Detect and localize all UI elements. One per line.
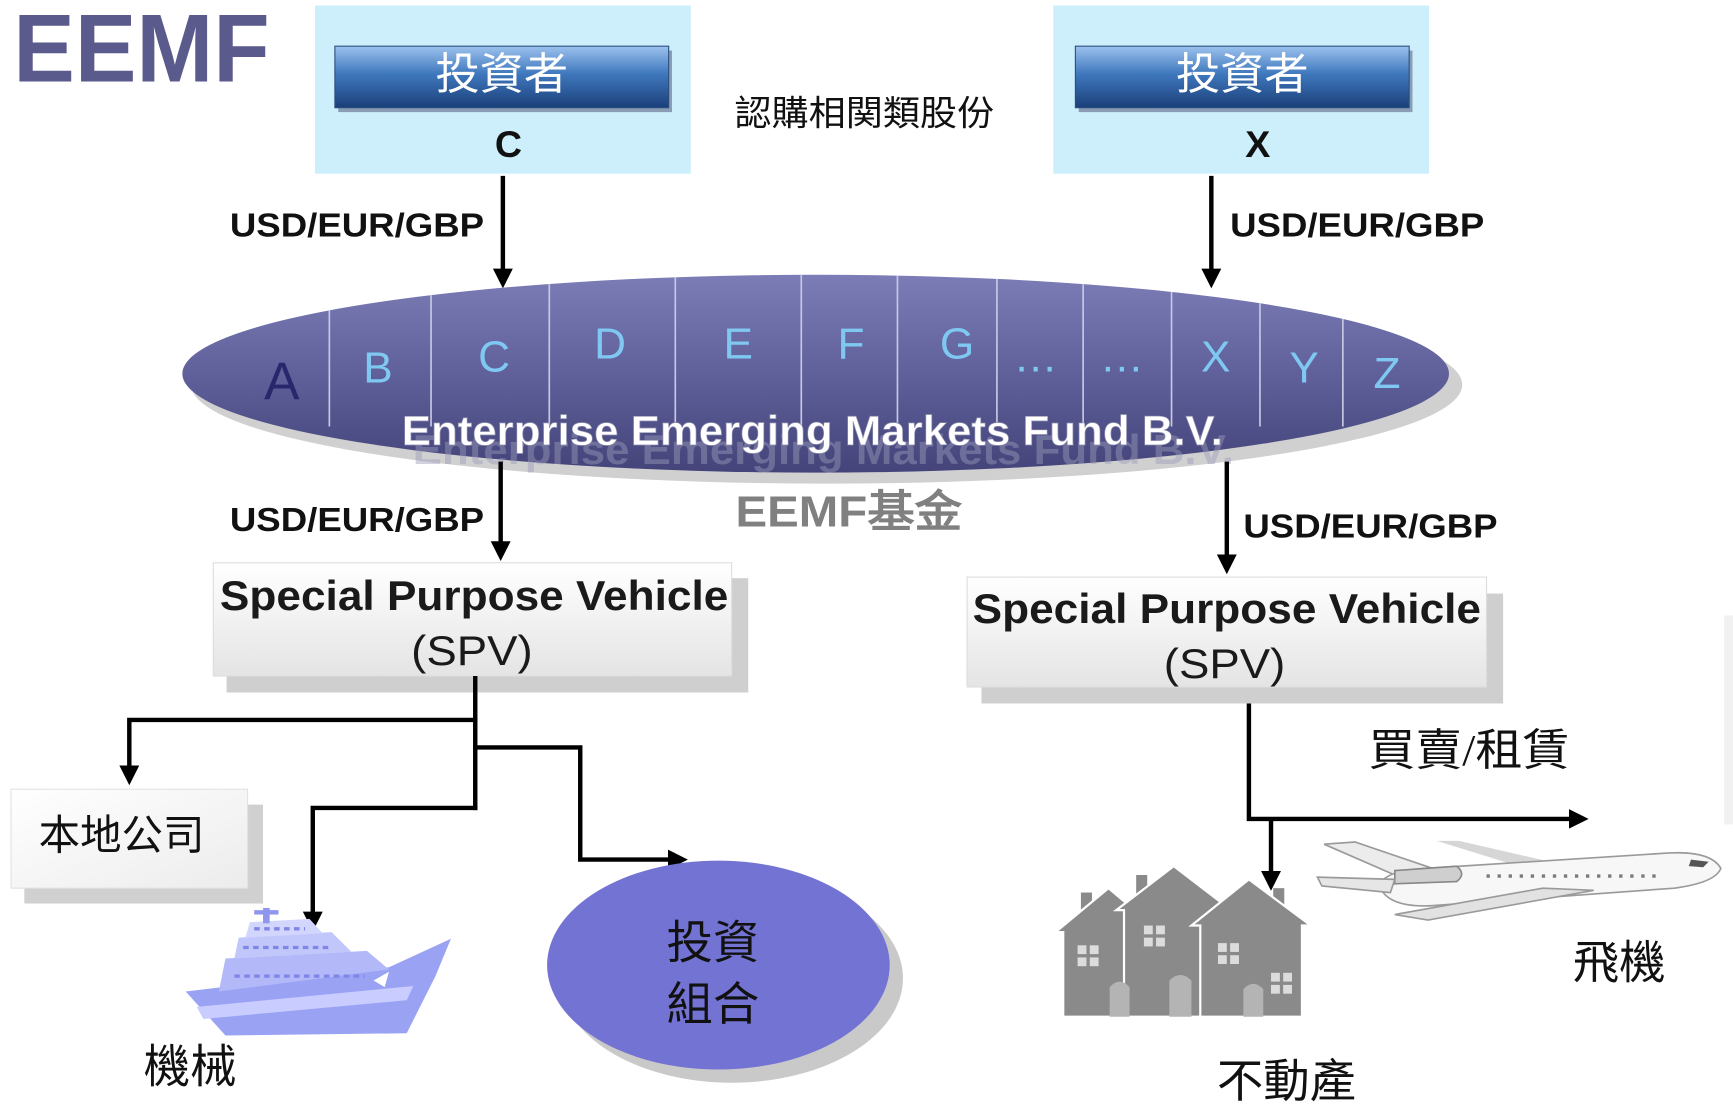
investor-x-bar	[1074, 45, 1410, 109]
airplane-engine	[1393, 865, 1463, 885]
share-class-g: G	[940, 319, 974, 368]
ship-icon	[185, 907, 451, 1036]
investor-x-share-class: X	[1245, 123, 1270, 165]
currency-label-right-spv: USD/EUR/GBP	[1243, 509, 1497, 546]
ship-windows	[234, 927, 365, 978]
investor-x-title: 投資者	[1176, 49, 1309, 100]
portfolio-label-line1: 投資	[666, 919, 759, 970]
investor-c-share-class: C	[495, 123, 522, 165]
fund-ellipse	[182, 274, 1449, 473]
fund-ellipse-group: A B C D E F G … … X Y Z Enterprise Emerg…	[182, 274, 1463, 484]
arrow-spv-to-portfolio	[473, 745, 688, 870]
share-class-z: Z	[1374, 349, 1401, 398]
left-spv-title: Special Purpose Vehicle	[220, 572, 728, 619]
house-windows	[1077, 925, 1293, 994]
currency-label-investor-x: USD/EUR/GBP	[1230, 207, 1484, 244]
trade-lease-label: 買賣/租賃	[1368, 726, 1569, 775]
airplane-stabilizer	[1316, 876, 1396, 894]
investor-c-bar	[334, 45, 670, 109]
fund-name: Enterprise Emerging Markets Fund B.V.	[402, 407, 1223, 454]
ship-mast	[263, 907, 270, 924]
aircraft-label: 飛機	[1573, 938, 1666, 989]
arrow-spv-to-local-company	[119, 717, 478, 786]
currency-label-left-spv: USD/EUR/GBP	[230, 502, 484, 539]
share-class-c: C	[478, 333, 510, 382]
investor-c-title: 投資者	[435, 49, 568, 100]
left-spv-abbr: (SPV)	[411, 627, 533, 674]
right-spv-box: Special Purpose Vehicle (SPV)	[966, 576, 1504, 704]
portfolio-ellipse-group: 投資 組合	[547, 860, 903, 1083]
share-class-x: X	[1201, 333, 1230, 382]
logo: EEMF	[13, 0, 269, 102]
share-class-ellipsis-1: …	[1014, 333, 1058, 382]
share-class-e: E	[724, 319, 753, 368]
real-estate-label: 不動產	[1217, 1057, 1356, 1108]
airplane-cockpit	[1688, 859, 1709, 868]
ship-deck-1	[218, 950, 390, 992]
arrow-spv-to-aircraft	[1246, 703, 1589, 829]
portfolio-ellipse	[547, 860, 890, 1070]
right-spv-abbr: (SPV)	[1164, 640, 1286, 687]
houses-icon	[1052, 864, 1315, 1018]
right-spv-panel	[966, 576, 1488, 688]
share-class-y: Y	[1289, 344, 1318, 393]
share-class-ellipsis-2: …	[1100, 333, 1144, 382]
share-class-f: F	[838, 319, 865, 368]
arrow-spv-to-machinery	[302, 805, 478, 932]
local-company-label: 本地公司	[39, 814, 205, 860]
house-doors	[1109, 974, 1264, 1017]
share-class-d: D	[594, 319, 626, 368]
share-class-b: B	[363, 344, 392, 393]
share-class-a: A	[264, 352, 300, 411]
portfolio-label-line2: 組合	[666, 980, 759, 1031]
investor-c-block: 投資者 C	[314, 5, 691, 174]
machinery-label: 機械	[144, 1043, 237, 1094]
ship-deck-2	[234, 932, 352, 959]
local-company-box: 本地公司	[10, 788, 264, 904]
house-chimney	[1136, 874, 1148, 900]
airplane-icon	[1316, 840, 1722, 921]
left-spv-box: Special Purpose Vehicle (SPV)	[212, 562, 749, 693]
ship-hull-stripe	[196, 985, 414, 1019]
airplane-near-wing	[1394, 887, 1594, 921]
investor-x-block: 投資者 X	[1053, 5, 1430, 174]
local-company-panel	[10, 788, 249, 889]
subscription-note: 認購相関類股份	[734, 93, 994, 134]
house-chimney	[1080, 892, 1092, 917]
fund-name-reflection: Enterprise Emerging Markets Fund B.V.	[413, 426, 1234, 473]
house-right	[1188, 877, 1315, 1018]
fund-short-name: EEMF基金	[736, 488, 964, 537]
currency-label-investor-c: USD/EUR/GBP	[230, 207, 484, 244]
ship-mast-top	[254, 910, 279, 915]
edge-fragment	[1724, 615, 1733, 825]
left-spv-panel	[212, 562, 733, 677]
ship-bow-emblem	[373, 971, 390, 988]
right-spv-title: Special Purpose Vehicle	[973, 585, 1481, 632]
